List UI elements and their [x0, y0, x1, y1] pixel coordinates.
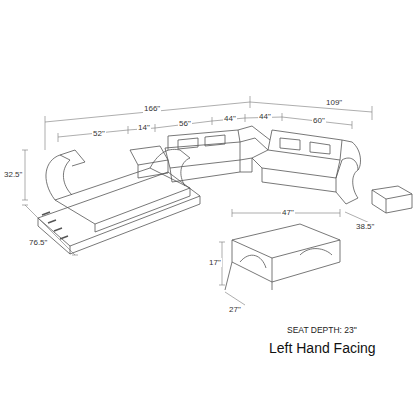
dimension-label: 44" — [258, 112, 272, 121]
dimension-label: 27" — [228, 305, 242, 314]
dimension-label: 52" — [92, 129, 106, 138]
dimension-label: 76.5" — [28, 238, 48, 247]
dimension-label: 56" — [178, 119, 192, 128]
dimension-label: 17" — [208, 258, 222, 267]
dimension-label: 60" — [312, 116, 326, 125]
dimension-label: 109" — [325, 98, 343, 107]
dimension-label: 32.5" — [3, 170, 23, 179]
dimension-label: 14" — [137, 123, 151, 132]
dimension-label: 38.5" — [355, 222, 375, 231]
dimension-label: 166" — [143, 104, 161, 113]
dimension-label: 47" — [281, 208, 295, 217]
dimension-label: SEAT DEPTH: 23" — [286, 326, 358, 335]
orientation-note: Left Hand Facing — [268, 340, 377, 356]
dimension-label: 44" — [223, 114, 237, 123]
